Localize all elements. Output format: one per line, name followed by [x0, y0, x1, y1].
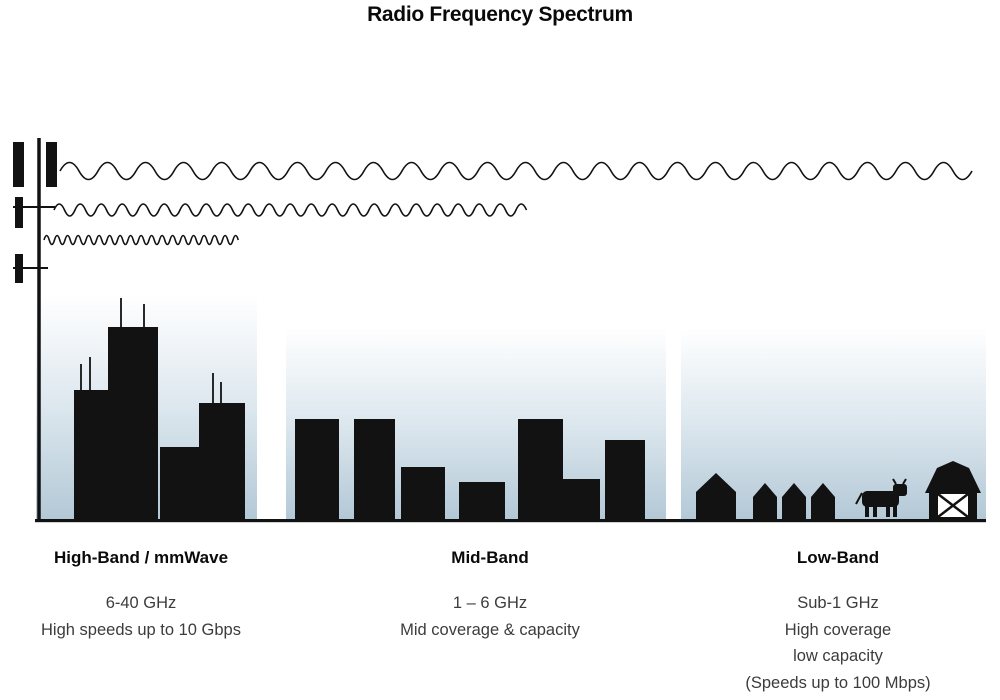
spectrum-graphic: [13, 138, 986, 523]
band-details-mid: 1 – 6 GHz Mid coverage & capacity: [330, 590, 650, 643]
house-icon: [782, 483, 806, 520]
house-icon: [811, 483, 835, 520]
house-icon: [753, 483, 777, 520]
band-label-high: High-Band / mmWave: [53, 548, 229, 567]
band-section-high: High-Band / mmWave 6-40 GHz High speeds …: [0, 548, 282, 643]
band-label-mid: Mid-Band: [451, 548, 529, 567]
band-detail: low capacity: [793, 647, 883, 665]
mid-band-skyline: [295, 419, 645, 520]
band-detail: (Speeds up to 100 Mbps): [745, 673, 931, 692]
band-section-low: Low-Band Sub-1 GHz High coverage low cap…: [688, 548, 988, 696]
high-band-wave: [43, 234, 240, 246]
band-detail: Mid coverage & capacity: [400, 620, 580, 639]
low-band-rural-scene: [696, 461, 981, 520]
ground-line: [35, 519, 986, 523]
cow-icon: [855, 478, 907, 517]
low-band-wave: [59, 161, 973, 181]
band-details-low: Sub-1 GHz High coverage low capacity (Sp…: [688, 590, 988, 696]
band-detail: 6-40 GHz: [105, 594, 177, 612]
band-detail: Sub-1 GHz: [797, 594, 879, 612]
band-section-mid: Mid-Band 1 – 6 GHz Mid coverage & capaci…: [330, 548, 650, 643]
mid-band-wave: [53, 203, 528, 217]
band-details-high: 6-40 GHz High speeds up to 10 Gbps: [0, 590, 282, 643]
house-icon: [696, 473, 736, 520]
band-detail: High speeds up to 10 Gbps: [41, 620, 241, 639]
cell-tower-icon: [13, 138, 57, 520]
band-detail: High coverage: [784, 620, 892, 639]
band-label-low: Low-Band: [796, 548, 880, 567]
high-band-skyline: [74, 298, 245, 520]
diagram-title: Radio Frequency Spectrum: [367, 3, 633, 26]
radio-waves: [43, 161, 973, 246]
barn-icon: [925, 461, 981, 520]
band-detail: 1 – 6 GHz: [452, 594, 528, 612]
